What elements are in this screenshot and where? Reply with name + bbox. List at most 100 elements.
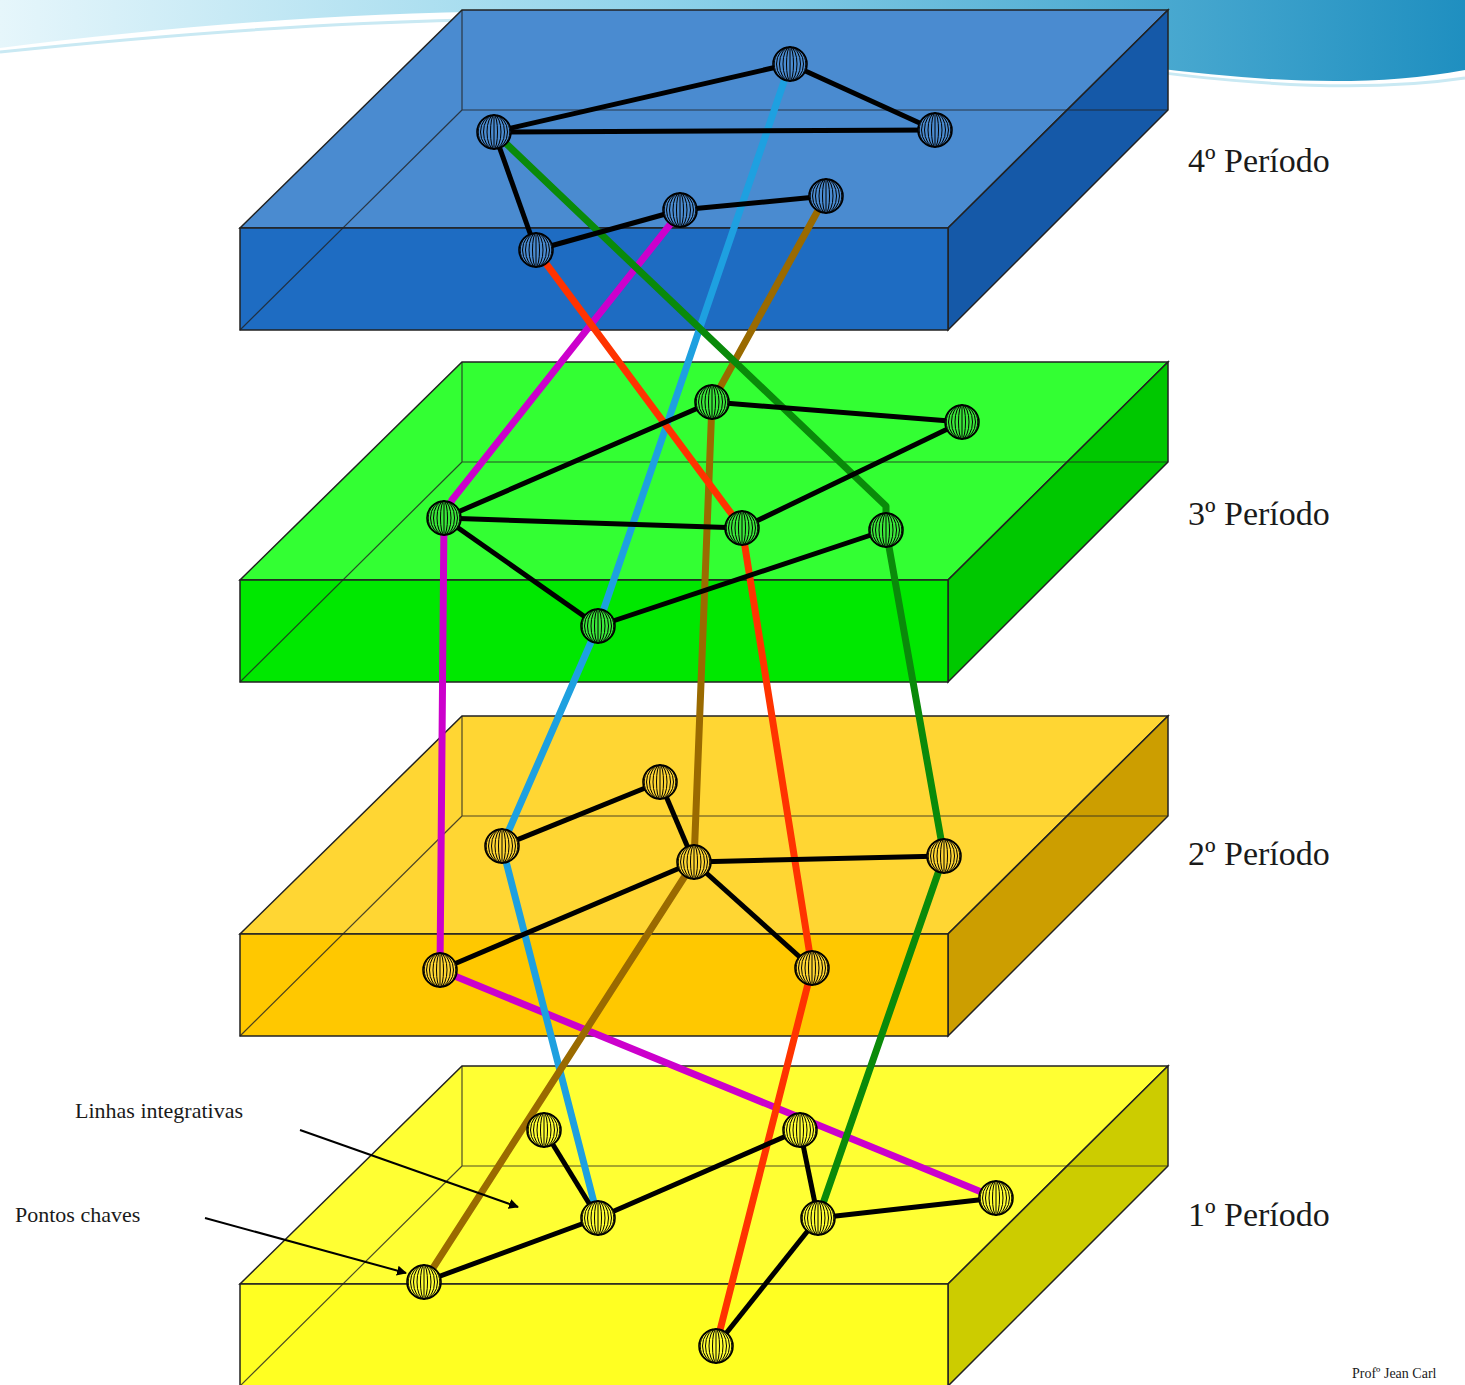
- key-point: [643, 765, 677, 799]
- sphere-meridian: [585, 609, 612, 643]
- sphere-meridian: [790, 47, 791, 81]
- sphere-meridian: [818, 1201, 819, 1235]
- sphere-body: [581, 1201, 615, 1235]
- sphere-meridian: [946, 405, 978, 439]
- period-label: 4º Período: [1188, 142, 1330, 179]
- sphere-meridian: [809, 951, 816, 985]
- sphere-meridian: [925, 113, 946, 147]
- sphere-meridian: [534, 1113, 555, 1147]
- key-point: [809, 179, 843, 213]
- link-line: [424, 1218, 598, 1282]
- sphere-meridian: [544, 1113, 545, 1147]
- sphere-meridian: [919, 113, 951, 147]
- sphere-meridian: [705, 385, 719, 419]
- sphere-meridian: [437, 953, 444, 987]
- sphere-body: [795, 951, 829, 985]
- sphere-meridian: [526, 233, 547, 267]
- sphere-body: [869, 513, 903, 547]
- sphere-meridian: [408, 1265, 440, 1299]
- sphere-meridian: [780, 47, 801, 81]
- link-line: [536, 210, 680, 250]
- sphere-meridian: [531, 1113, 558, 1147]
- link-line: [680, 196, 826, 210]
- link-line: [444, 402, 712, 518]
- sphere-meridian: [502, 829, 503, 863]
- label-wrap: Pontos chaves: [15, 1202, 140, 1228]
- key-point: [773, 47, 807, 81]
- key-point: [423, 953, 457, 987]
- sphere-meridian: [928, 839, 960, 873]
- key-point: [918, 113, 952, 147]
- sphere-meridian: [700, 1329, 732, 1363]
- sphere-meridian: [481, 115, 508, 149]
- key-point: [699, 1329, 733, 1363]
- sphere-meridian: [787, 1113, 814, 1147]
- sphere-meridian: [784, 1113, 816, 1147]
- sphere-meridian: [944, 839, 945, 873]
- sphere-body: [918, 113, 952, 147]
- sphere-meridian: [677, 193, 684, 227]
- sphere-meridian: [437, 501, 451, 535]
- period-label-wrap: 2º Período: [1188, 835, 1330, 873]
- sphere-meridian: [729, 511, 756, 545]
- sphere-meridian: [585, 1201, 612, 1235]
- link-line: [598, 1130, 800, 1218]
- sphere-meridian: [886, 513, 887, 547]
- sphere-meridian: [653, 765, 667, 799]
- key-point: [485, 829, 519, 863]
- slab-front: [240, 1284, 948, 1385]
- link-line: [440, 862, 694, 970]
- sphere-meridian: [811, 1201, 825, 1235]
- sphere-meridian: [742, 511, 743, 545]
- sphere-meridian: [962, 405, 963, 439]
- sphere-meridian: [716, 1329, 717, 1363]
- sphere-meridian: [427, 953, 454, 987]
- sphere-meridian: [428, 501, 460, 535]
- sphere-meridian: [712, 385, 713, 419]
- slab-side: [948, 716, 1168, 1036]
- sphere-meridian: [533, 233, 540, 267]
- link-line: [742, 422, 962, 528]
- sphere-meridian: [687, 845, 701, 879]
- sphere-meridian: [813, 179, 840, 213]
- sphere-meridian: [487, 115, 501, 149]
- sphere-meridian: [983, 1181, 1010, 1215]
- sphere-meridian: [664, 193, 696, 227]
- slab-hidden-edge: [240, 1066, 1168, 1385]
- sphere-meridian: [684, 845, 705, 879]
- sphere-meridian: [802, 951, 823, 985]
- integration-line: [536, 250, 812, 1346]
- key-point: [695, 385, 729, 419]
- sphere-meridian: [694, 845, 695, 879]
- sphere-meridian: [922, 113, 949, 147]
- sphere-meridian: [870, 513, 902, 547]
- sphere-meridian: [644, 765, 676, 799]
- sphere-meridian: [986, 1181, 1007, 1215]
- sphere-meridian: [667, 193, 694, 227]
- sphere-body: [581, 609, 615, 643]
- sphere-meridian: [598, 609, 599, 643]
- sphere-meridian: [826, 179, 827, 213]
- key-point: [427, 501, 461, 535]
- sphere-meridian: [937, 839, 951, 873]
- slab-shape: [230, 711, 1465, 1043]
- sphere-body: [527, 1113, 561, 1147]
- sphere-meridian: [591, 1201, 605, 1235]
- period-slab: 3º Período: [230, 357, 1465, 689]
- sphere-meridian: [495, 829, 509, 863]
- sphere-meridian: [955, 405, 969, 439]
- period-slab: 1º Período: [230, 1061, 1465, 1385]
- sphere-meridian: [810, 179, 842, 213]
- key-point: [979, 1181, 1013, 1215]
- link-line: [712, 402, 962, 422]
- sphere-meridian: [800, 1113, 801, 1147]
- sphere-meridian: [790, 1113, 811, 1147]
- slab-hidden-edge: [240, 10, 1168, 330]
- author-note: Profº Jean Carl: [1352, 1366, 1436, 1381]
- sphere-meridian: [595, 609, 602, 643]
- sphere-meridian: [673, 193, 687, 227]
- callout-label: Pontos chaves: [15, 1202, 140, 1227]
- sphere-meridian: [932, 113, 939, 147]
- sphere-meridian: [793, 1113, 807, 1147]
